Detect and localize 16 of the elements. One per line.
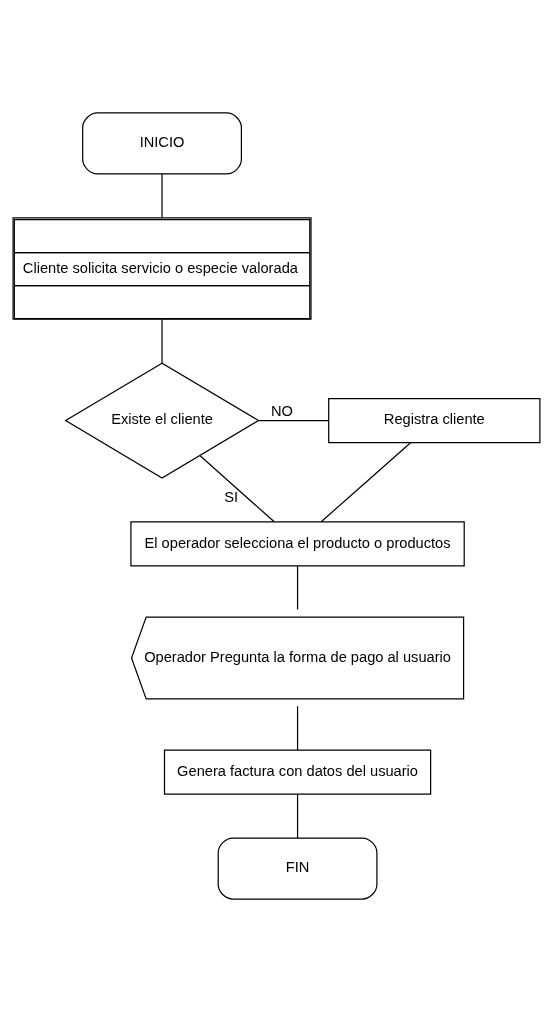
node-box: INICIO bbox=[82, 111, 242, 175]
connector bbox=[296, 793, 299, 839]
node-box: El operador selecciona el producto o productos bbox=[130, 520, 465, 566]
connector bbox=[161, 318, 163, 364]
node-box: Registra cliente bbox=[328, 397, 541, 443]
connector bbox=[199, 454, 275, 522]
edge-label: NO bbox=[271, 402, 293, 419]
node-diamond: Existe el cliente bbox=[64, 361, 260, 479]
connector bbox=[296, 564, 299, 610]
connector bbox=[320, 441, 412, 522]
connector bbox=[161, 172, 163, 218]
node-box: Genera factura con datos del usuario bbox=[163, 749, 432, 795]
connector bbox=[296, 705, 299, 751]
node-box: FIN bbox=[217, 836, 378, 900]
edge-label: SI bbox=[224, 488, 239, 505]
connector bbox=[258, 419, 329, 421]
